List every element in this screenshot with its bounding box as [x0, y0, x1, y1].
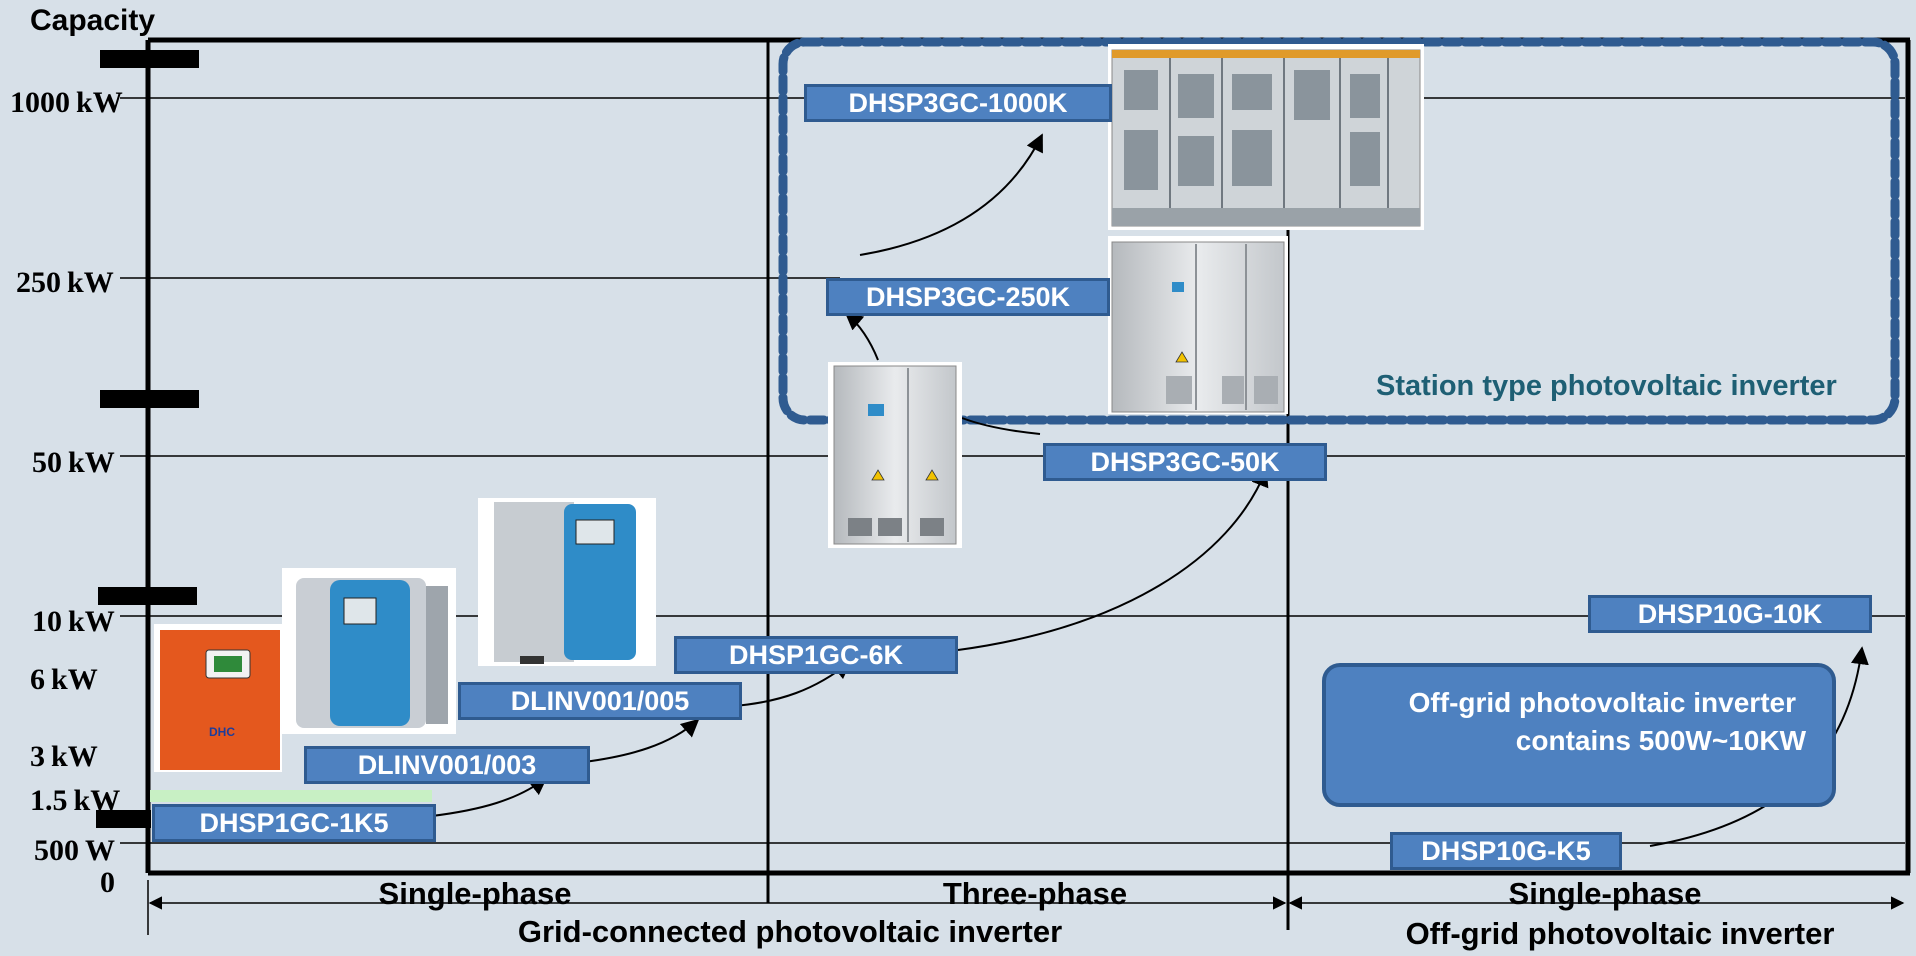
tick-50kw: 50 kW — [32, 446, 115, 479]
section-grid-connected: Grid-connected photovoltaic inverter — [517, 914, 1063, 949]
label-dhsp10g-10k: DHSP10G-10K — [1588, 595, 1872, 633]
cabinet-1000k-image — [1108, 44, 1424, 230]
tick-500w: 500 W — [34, 834, 116, 867]
blue-inverter-image-medium — [282, 568, 456, 734]
tick-6kw: 6 kW — [30, 663, 98, 696]
section-single-phase-grid: Single-phase — [378, 876, 572, 911]
label-dlinv001-005: DLINV001/005 — [458, 682, 742, 720]
offgrid-callout-line2: contains 500W~10KW — [1515, 725, 1806, 756]
station-boundary — [778, 37, 1900, 425]
tick-3kw: 3 kW — [30, 740, 98, 773]
tick-1000kw: 1000 kW — [10, 86, 123, 119]
label-dlinv001-003: DLINV001/003 — [304, 746, 590, 784]
cabinet-50k-image — [828, 362, 962, 548]
cabinet-250k-image — [1108, 236, 1288, 414]
section-off-grid: Off-grid photovoltaic inverter — [1405, 916, 1835, 951]
label-dhsp3gc-250k: DHSP3GC-250K — [826, 278, 1110, 316]
label-dhsp3gc-1000k: DHSP3GC-1000K — [804, 84, 1112, 122]
tick-250kw: 250 kW — [16, 266, 114, 299]
axis-bars — [96, 50, 199, 828]
axis-title: Capacity — [30, 4, 156, 37]
green-highlight — [150, 790, 432, 802]
label-dhsp1gc-6k: DHSP1GC-6K — [674, 636, 958, 674]
offgrid-callout: Off-grid photovoltaic inverter contains … — [1322, 663, 1836, 807]
section-single-phase-offgrid: Single-phase — [1508, 876, 1702, 911]
blue-inverter-image-tall — [478, 498, 656, 666]
station-type-label: Station type photovoltaic inverter — [1376, 370, 1837, 402]
label-dhsp1gc-1k5: DHSP1GC-1K5 — [152, 804, 436, 842]
label-dhsp3gc-50k: DHSP3GC-50K — [1043, 443, 1327, 481]
section-three-phase: Three-phase — [942, 876, 1128, 911]
orange-inverter-image: DHC — [154, 624, 282, 772]
label-dhsp10g-k5: DHSP10G-K5 — [1390, 832, 1622, 870]
tick-1-5kw: 1.5 kW — [30, 784, 121, 817]
dhc-logo-text: DHC — [209, 725, 235, 739]
offgrid-callout-line1: Off-grid photovoltaic inverter — [1408, 687, 1796, 718]
tick-10kw: 10 kW — [32, 605, 115, 638]
tick-zero: 0 — [100, 866, 115, 899]
range-arrows — [147, 880, 1905, 935]
